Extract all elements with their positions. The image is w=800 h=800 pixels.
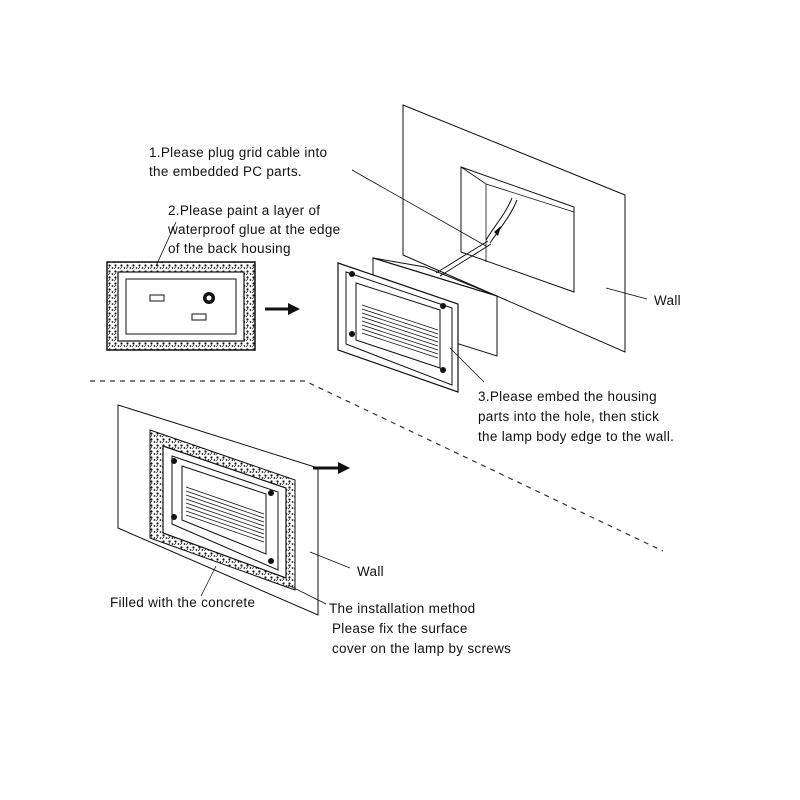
step1-line-2: the embedded PC parts.: [149, 164, 302, 179]
section-divider: [90, 380, 664, 552]
glue-pointer-line: [155, 221, 177, 267]
method-line-1: The installation method: [329, 601, 476, 616]
arrow-right-icon: [313, 462, 350, 474]
lamp-housing: [337, 257, 498, 393]
wall-label-bottom: Wall: [357, 564, 384, 579]
method-line-2: Please fix the surface: [332, 621, 468, 636]
wall-bottom: [117, 404, 351, 616]
method-line-3: cover on the lamp by screws: [332, 641, 512, 656]
back-housing-glue: [106, 261, 256, 351]
step3-text: 3.Please embed the housing parts into th…: [478, 387, 674, 447]
step2-line-3: of the back housing: [168, 241, 291, 256]
step1-text: 1.Please plug grid cable into the embedd…: [149, 143, 327, 181]
step2-line-1: 2.Please paint a layer of: [168, 203, 321, 218]
arrow-right-icon: [265, 303, 300, 315]
step2-line-2: waterproof glue at the edge: [168, 222, 341, 237]
step3-line-2: parts into the hole, then stick: [478, 409, 660, 424]
wall-label-top: Wall: [654, 293, 681, 308]
wall-top: [351, 104, 648, 353]
step3-line-1: 3.Please embed the housing: [478, 389, 657, 404]
step2-text: 2.Please paint a layer of waterproof glu…: [168, 201, 340, 258]
step3-line-3: the lamp body edge to the wall.: [478, 429, 675, 444]
method-text: The installation method Please fix the s…: [329, 599, 511, 659]
step1-line-1: 1.Please plug grid cable into: [149, 145, 328, 160]
concrete-label: Filled with the concrete: [110, 595, 256, 610]
